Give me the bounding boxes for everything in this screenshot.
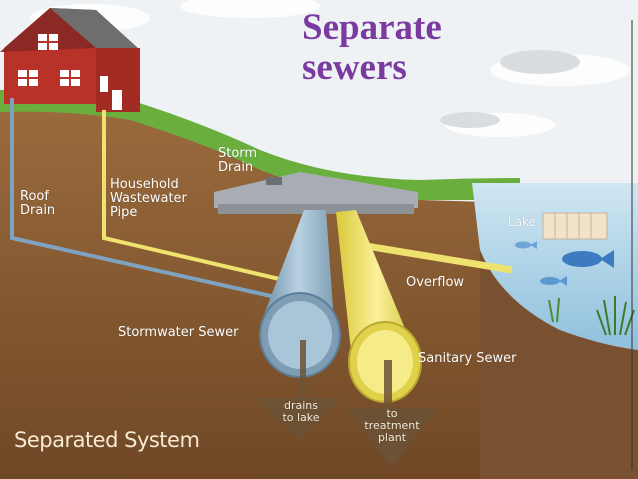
- overflow-pipe: [359, 241, 513, 274]
- small-fish-icon: [515, 241, 537, 249]
- gray-clouds: [440, 50, 580, 128]
- page-title: Separate sewers: [302, 8, 502, 88]
- arrow-down-icon: [346, 360, 438, 468]
- system-caption: Separated System: [14, 428, 200, 452]
- household-pipe: [102, 110, 293, 284]
- stormwater-sewer-label: Stormwater Sewer: [118, 325, 239, 340]
- fish-icon: [562, 250, 614, 268]
- roof-drain-label: Roof Drain: [20, 189, 56, 218]
- title-line-1: Separate: [302, 7, 442, 48]
- storm-drain-box: [214, 172, 418, 208]
- overflow-label: Overflow: [406, 275, 465, 290]
- roof-drain-pipe: [10, 98, 281, 300]
- small-fish-icon: [540, 276, 567, 286]
- stormwater-pipe-inner: [268, 301, 332, 369]
- lake-label: Lake: [508, 215, 536, 229]
- drains-to-lake-label: drains to lake: [282, 399, 320, 424]
- storm-drain-label: Storm Drain: [218, 146, 258, 175]
- sanitary-sewer-pipe: [336, 210, 418, 360]
- dock-planks: [554, 213, 592, 239]
- lake-bed: [480, 250, 638, 479]
- household-pipe-label: Household Wastewater Pipe: [110, 177, 187, 220]
- to-treatment-label: to treatment plant: [364, 407, 420, 444]
- storm-drain-grate: [266, 177, 282, 185]
- dock: [542, 212, 608, 240]
- sanitary-sewer-label: Sanitary Sewer: [418, 351, 517, 366]
- title-line-2: sewers: [302, 47, 407, 88]
- reeds-left: [548, 297, 560, 323]
- storm-arrow-head: [254, 398, 340, 440]
- storm-drain-base: [218, 204, 414, 214]
- house: [0, 8, 140, 112]
